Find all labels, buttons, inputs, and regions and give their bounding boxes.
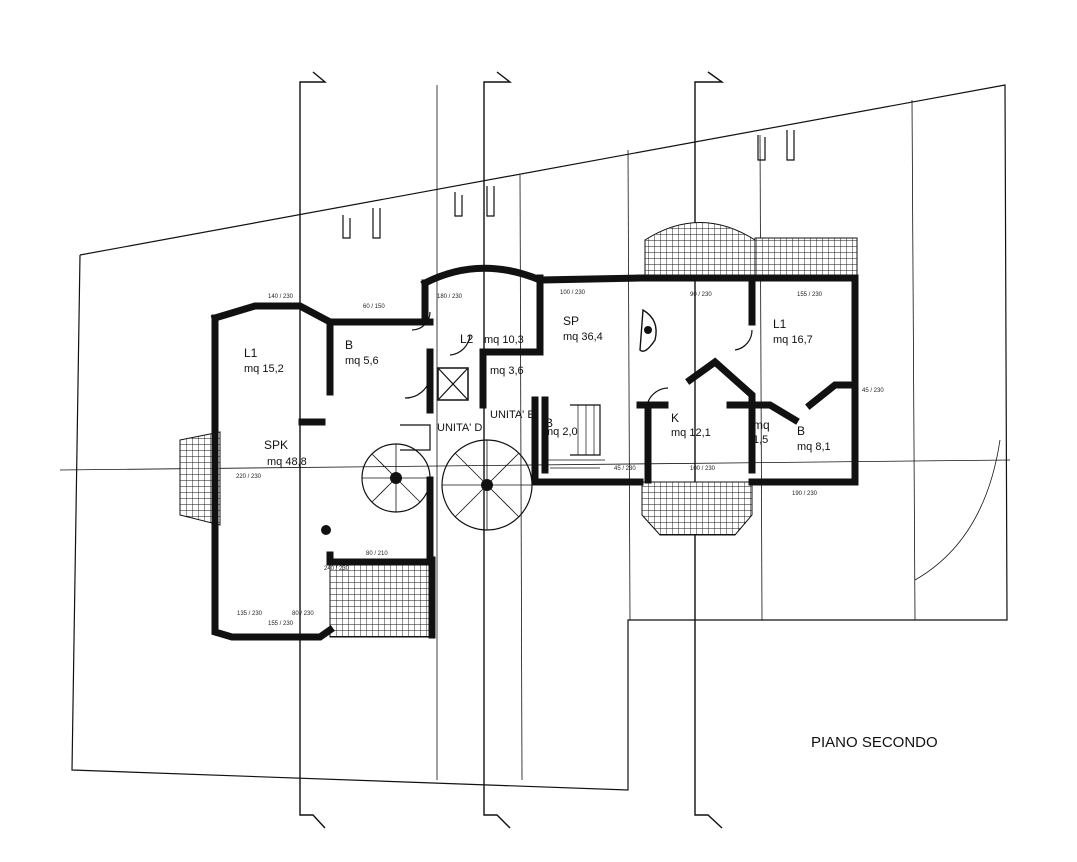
room-spk-area: mq 48,8 bbox=[267, 456, 307, 468]
unit-d-label: UNITA' D bbox=[437, 422, 482, 434]
room-k-name: K bbox=[671, 411, 679, 425]
drawing-title: PIANO SECONDO bbox=[811, 734, 938, 751]
room-l1-left-area: mq 15,2 bbox=[244, 363, 284, 375]
room-k-area: mq 12,1 bbox=[671, 427, 711, 439]
room-l2-name: L2 bbox=[460, 332, 474, 346]
terraces bbox=[179, 222, 858, 638]
room-l1-right-area: mq 16,7 bbox=[773, 334, 813, 346]
dim-10: 45 / 230 bbox=[614, 466, 636, 472]
room-b-small-name: B bbox=[345, 338, 353, 352]
dim-3: 180 / 230 bbox=[437, 294, 463, 300]
dim-15: 80 / 210 bbox=[366, 551, 388, 557]
room-b-mini-area: mq 2,0 bbox=[544, 426, 578, 438]
room-sp-name: SP bbox=[563, 314, 579, 328]
room-mq15-area: 1,5 bbox=[753, 434, 768, 446]
dim-11: 190 / 230 bbox=[792, 491, 818, 497]
dim-2: 60 / 150 bbox=[363, 304, 385, 310]
section-lines bbox=[299, 71, 763, 829]
dim-16: 240 / 230 bbox=[324, 566, 350, 572]
unit-e-label: UNITA' E bbox=[490, 409, 535, 421]
dim-4: 100 / 230 bbox=[560, 290, 586, 296]
room-l1-left-name: L1 bbox=[244, 346, 258, 360]
doors-and-stairs bbox=[321, 308, 753, 535]
dim-8: 220 / 230 bbox=[236, 474, 262, 480]
room-mq15-name: mq bbox=[753, 418, 770, 432]
dimension-annotations: 140 / 230 60 / 150 180 / 230 100 / 230 9… bbox=[236, 290, 884, 627]
room-labels: L1 mq 15,2 B mq 5,6 L2 mq 10,3 mq 3,6 B … bbox=[244, 314, 831, 468]
room-b-right-name: B bbox=[797, 424, 805, 438]
room-spk-name: SPK bbox=[264, 438, 288, 452]
room-b-small-area: mq 5,6 bbox=[345, 355, 379, 367]
walls bbox=[210, 264, 859, 641]
room-l2-area: mq 10,3 bbox=[484, 334, 524, 346]
room-closet-area: mq 3,6 bbox=[490, 365, 524, 377]
room-l1-right-name: L1 bbox=[773, 317, 787, 331]
dim-6: 155 / 230 bbox=[797, 292, 823, 298]
room-sp-area: mq 36,4 bbox=[563, 331, 603, 343]
room-b-right-area: mq 8,1 bbox=[797, 441, 831, 453]
boundary-bays bbox=[342, 130, 795, 239]
dim-14: 80 / 230 bbox=[292, 611, 314, 617]
dim-12: 155 / 230 bbox=[268, 621, 294, 627]
dim-1: 140 / 230 bbox=[268, 294, 294, 300]
dim-13: 135 / 230 bbox=[237, 611, 263, 617]
dim-5: 90 / 230 bbox=[690, 292, 712, 298]
dim-7: 45 / 230 bbox=[862, 388, 884, 394]
dim-9: 100 / 230 bbox=[690, 466, 716, 472]
room-b-mini-name: B bbox=[545, 416, 553, 430]
